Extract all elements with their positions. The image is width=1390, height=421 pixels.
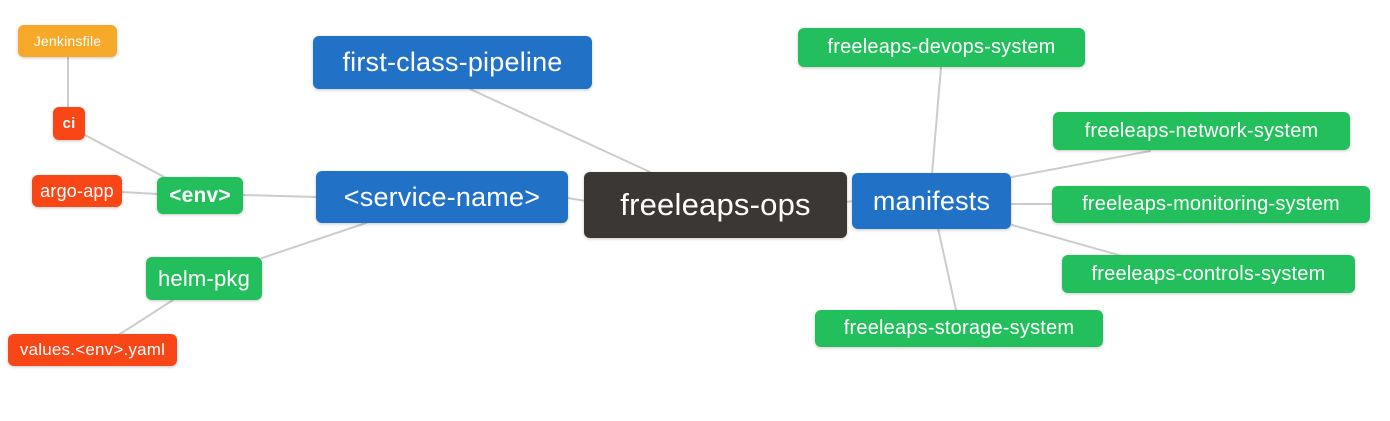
node-freeleaps-monitoring-system[interactable]: freeleaps-monitoring-system [1052, 186, 1370, 223]
edge-argo-app-env [121, 191, 158, 195]
node-freeleaps-storage-system[interactable]: freeleaps-storage-system [815, 310, 1103, 347]
node-freeleaps-network-system[interactable]: freeleaps-network-system [1053, 112, 1350, 150]
edge-manifests-freeleaps-controls-system [1011, 224, 1123, 257]
node-ci[interactable]: ci [53, 107, 85, 140]
edge-service-name-helm-pkg [261, 222, 367, 259]
node-freeleaps-ops[interactable]: freeleaps-ops [584, 172, 847, 238]
node-helm-pkg[interactable]: helm-pkg [146, 257, 262, 300]
edge-manifests-freeleaps-devops-system [931, 66, 942, 175]
node-freeleaps-devops-system[interactable]: freeleaps-devops-system [798, 28, 1085, 67]
edge-ci-env [82, 133, 169, 180]
node-first-class-pipeline[interactable]: first-class-pipeline [313, 36, 592, 89]
node-jenkinsfile[interactable]: Jenkinsfile [18, 25, 117, 57]
node-env[interactable]: <env> [157, 177, 243, 214]
node-freeleaps-controls-system[interactable]: freeleaps-controls-system [1062, 255, 1355, 293]
node-values-env-yaml[interactable]: values.<env>.yaml [8, 334, 177, 366]
node-service-name[interactable]: <service-name> [316, 171, 568, 223]
edge-helm-pkg-values-env-yaml [119, 299, 174, 335]
node-argo-app[interactable]: argo-app [32, 175, 122, 207]
edge-manifests-freeleaps-storage-system [937, 227, 957, 311]
edge-env-service-name [242, 194, 317, 198]
edge-first-class-pipeline-freeleaps-ops [469, 88, 651, 173]
node-manifests[interactable]: manifests [852, 173, 1011, 229]
edge-service-name-freeleaps-ops [567, 197, 587, 202]
edge-manifests-freeleaps-network-system [1011, 150, 1151, 178]
